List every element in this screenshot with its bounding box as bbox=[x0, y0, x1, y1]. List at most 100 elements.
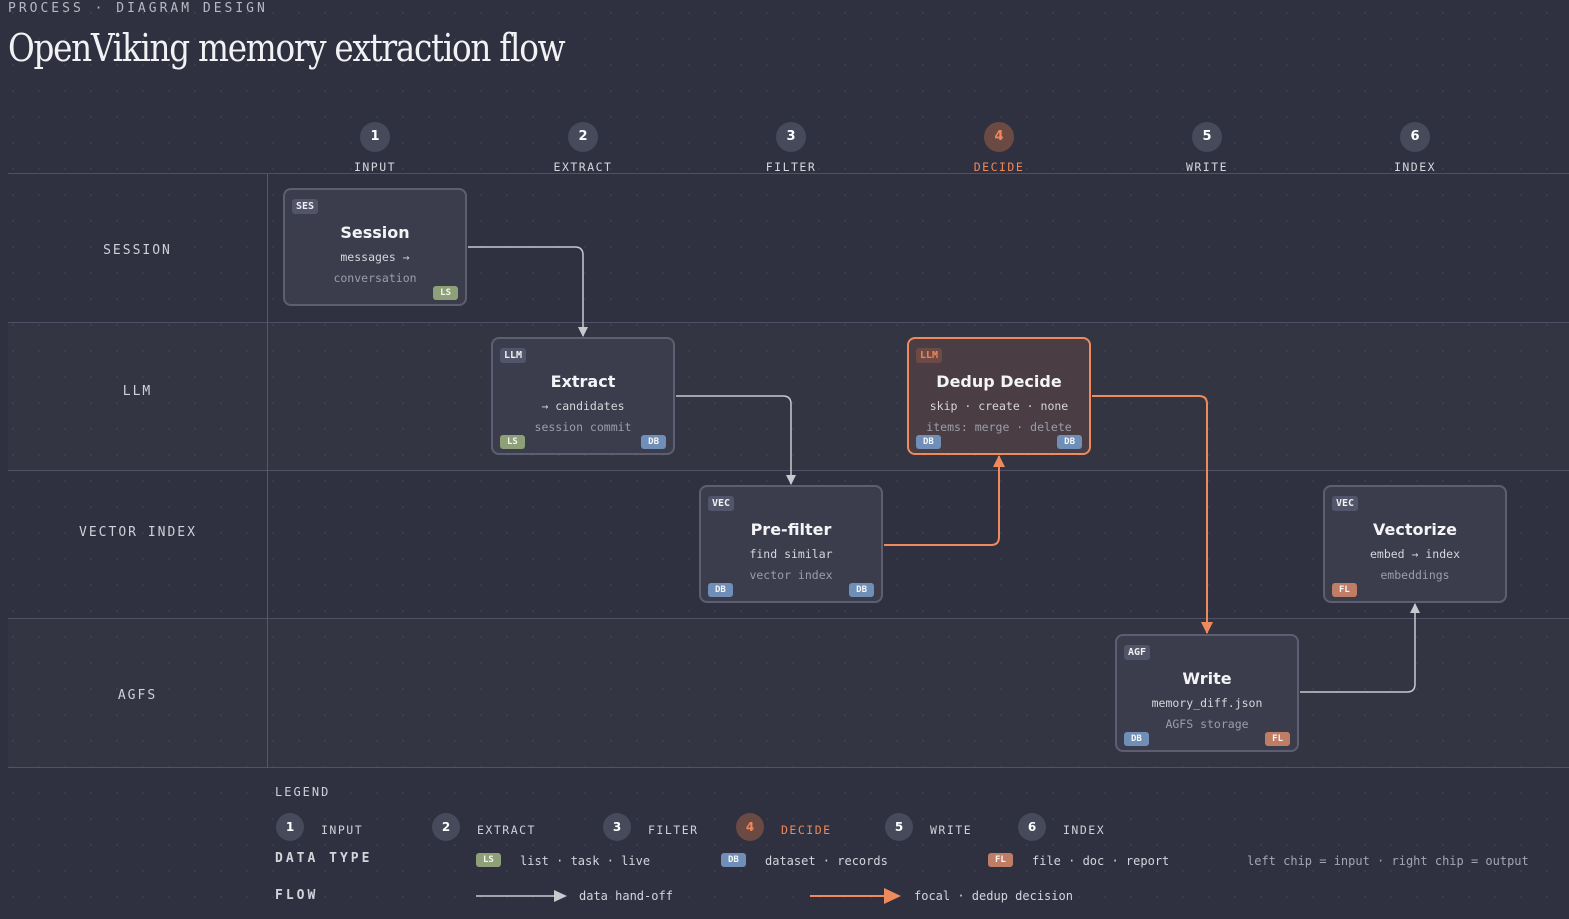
chip-input: LS bbox=[500, 435, 525, 449]
lane-label-llm: LLM bbox=[122, 384, 153, 399]
node-tag: LLM bbox=[500, 348, 527, 363]
stage-number: 4 bbox=[984, 122, 1014, 152]
legend-stage-number: 2 bbox=[432, 813, 460, 841]
node-description: skip · create · none bbox=[929, 399, 1069, 413]
stage-number: 1 bbox=[360, 122, 390, 152]
stage-label: EXTRACT bbox=[553, 160, 613, 174]
node-title: Session bbox=[340, 223, 410, 242]
legend-chip-db: DB bbox=[721, 853, 746, 867]
chip-output: DB bbox=[641, 435, 666, 449]
legend-stage-write: 5 WRITE bbox=[885, 813, 972, 841]
lane-divider bbox=[267, 174, 268, 768]
node-extract[interactable]: LLM Extract → candidates session commit … bbox=[491, 337, 675, 455]
legend-type-db-text: dataset · records bbox=[765, 854, 888, 868]
legend-chip-fl: FL bbox=[988, 853, 1013, 867]
node-tag: SES bbox=[292, 199, 319, 214]
stage-index: 6 INDEX bbox=[1315, 122, 1515, 174]
node-title: Pre-filter bbox=[750, 520, 832, 539]
chip-input: DB bbox=[916, 435, 941, 449]
grid-divider bbox=[8, 618, 1569, 619]
node-tag: VEC bbox=[708, 496, 735, 511]
legend-stage-label: INPUT bbox=[321, 823, 364, 837]
chip-output: LS bbox=[433, 286, 458, 300]
chip-output: DB bbox=[849, 583, 874, 597]
chip-output: DB bbox=[1057, 435, 1082, 449]
arrow-write-to-vectorize bbox=[1300, 603, 1420, 693]
legend-stage-index: 6 INDEX bbox=[1018, 813, 1105, 841]
eyebrow: PROCESS · DIAGRAM DESIGN bbox=[8, 1, 268, 16]
node-description: → candidates bbox=[541, 399, 625, 413]
stage-number: 6 bbox=[1400, 122, 1430, 152]
chip-input: FL bbox=[1332, 583, 1357, 597]
legend-stage-label: EXTRACT bbox=[477, 823, 536, 837]
chip-input: DB bbox=[1124, 732, 1149, 746]
arrow-session-to-extract bbox=[468, 246, 588, 337]
node-tag: AGF bbox=[1124, 645, 1151, 660]
node-dedup-decide[interactable]: LLM Dedup Decide skip · create · none it… bbox=[907, 337, 1091, 455]
legend-stage-number: 4 bbox=[736, 813, 764, 841]
stage-number: 2 bbox=[568, 122, 598, 152]
stage-label: DECIDE bbox=[973, 160, 1025, 174]
lane-label-vector-index: VECTOR INDEX bbox=[79, 525, 197, 540]
legend-stage-number: 1 bbox=[276, 813, 304, 841]
node-prefilter[interactable]: VEC Pre-filter find similar vector index… bbox=[699, 485, 883, 603]
node-title: Write bbox=[1182, 669, 1232, 688]
node-write[interactable]: AGF Write memory_diff.json AGFS storage … bbox=[1115, 634, 1299, 752]
stage-write: 5 WRITE bbox=[1107, 122, 1307, 174]
lane-label-agfs: AGFS bbox=[117, 688, 158, 703]
stage-decide: 4 DECIDE bbox=[899, 122, 1099, 174]
legend-stage-label: FILTER bbox=[648, 823, 699, 837]
legend-stage-extract: 2 EXTRACT bbox=[432, 813, 536, 841]
legend-chip-ls: LS bbox=[476, 853, 501, 867]
legend-type-fl-text: file · doc · report bbox=[1032, 854, 1170, 868]
page-title: OpenViking memory extraction flow bbox=[8, 26, 566, 70]
legend-flow-handoff-text: data hand-off bbox=[579, 889, 673, 903]
node-description: embed → index bbox=[1369, 547, 1460, 561]
grid-divider bbox=[8, 767, 1569, 768]
legend-title: LEGEND bbox=[275, 785, 331, 799]
node-subtext: AGFS storage bbox=[1165, 717, 1249, 731]
node-vectorize[interactable]: VEC Vectorize embed → index embeddings F… bbox=[1323, 485, 1507, 603]
arrow-dedup-to-write bbox=[1092, 395, 1213, 634]
stage-filter: 3 FILTER bbox=[691, 122, 891, 174]
node-tag: LLM bbox=[916, 348, 943, 363]
legend-flow-label: FLOW bbox=[275, 888, 319, 903]
legend-data-handoff-line bbox=[476, 890, 567, 902]
legend-stage-number: 5 bbox=[885, 813, 913, 841]
legend-stage-label: INDEX bbox=[1063, 823, 1106, 837]
node-session[interactable]: SES Session messages → conversation LS bbox=[283, 188, 467, 306]
legend-data-type-label: DATA TYPE bbox=[275, 851, 373, 866]
legend-stage-label: WRITE bbox=[930, 823, 973, 837]
node-subtext: embeddings bbox=[1380, 568, 1450, 582]
stage-number: 3 bbox=[776, 122, 806, 152]
legend-stage-number: 3 bbox=[603, 813, 631, 841]
arrow-extract-to-prefilter bbox=[676, 395, 796, 485]
node-title: Dedup Decide bbox=[936, 372, 1062, 391]
node-subtext: session commit bbox=[534, 420, 632, 434]
chip-output: FL bbox=[1265, 732, 1290, 746]
node-title: Extract bbox=[550, 372, 616, 391]
grid-divider bbox=[8, 173, 1569, 174]
legend-chip-note: left chip = input · right chip = output bbox=[1247, 854, 1529, 868]
stage-label: INDEX bbox=[1393, 160, 1437, 174]
stage-input: 1 INPUT bbox=[275, 122, 475, 174]
legend-focal-line bbox=[810, 888, 901, 904]
node-description: memory_diff.json bbox=[1151, 696, 1263, 710]
stage-label: FILTER bbox=[765, 160, 817, 174]
node-subtext: vector index bbox=[749, 568, 833, 582]
legend-type-ls-text: list · task · live bbox=[520, 854, 651, 868]
chip-input: DB bbox=[708, 583, 733, 597]
node-subtext: items: merge · delete bbox=[926, 420, 1072, 434]
arrow-prefilter-to-dedup bbox=[884, 455, 1005, 546]
stage-label: WRITE bbox=[1185, 160, 1229, 174]
stage-number: 5 bbox=[1192, 122, 1222, 152]
grid-divider bbox=[8, 322, 1569, 323]
node-description: messages → bbox=[340, 250, 410, 264]
stage-extract: 2 EXTRACT bbox=[483, 122, 683, 174]
grid-divider bbox=[8, 470, 1569, 471]
legend-stage-label: DECIDE bbox=[781, 823, 832, 837]
stage-label: INPUT bbox=[353, 160, 397, 174]
legend-stage-input: 1 INPUT bbox=[276, 813, 363, 841]
legend-stage-number: 6 bbox=[1018, 813, 1046, 841]
